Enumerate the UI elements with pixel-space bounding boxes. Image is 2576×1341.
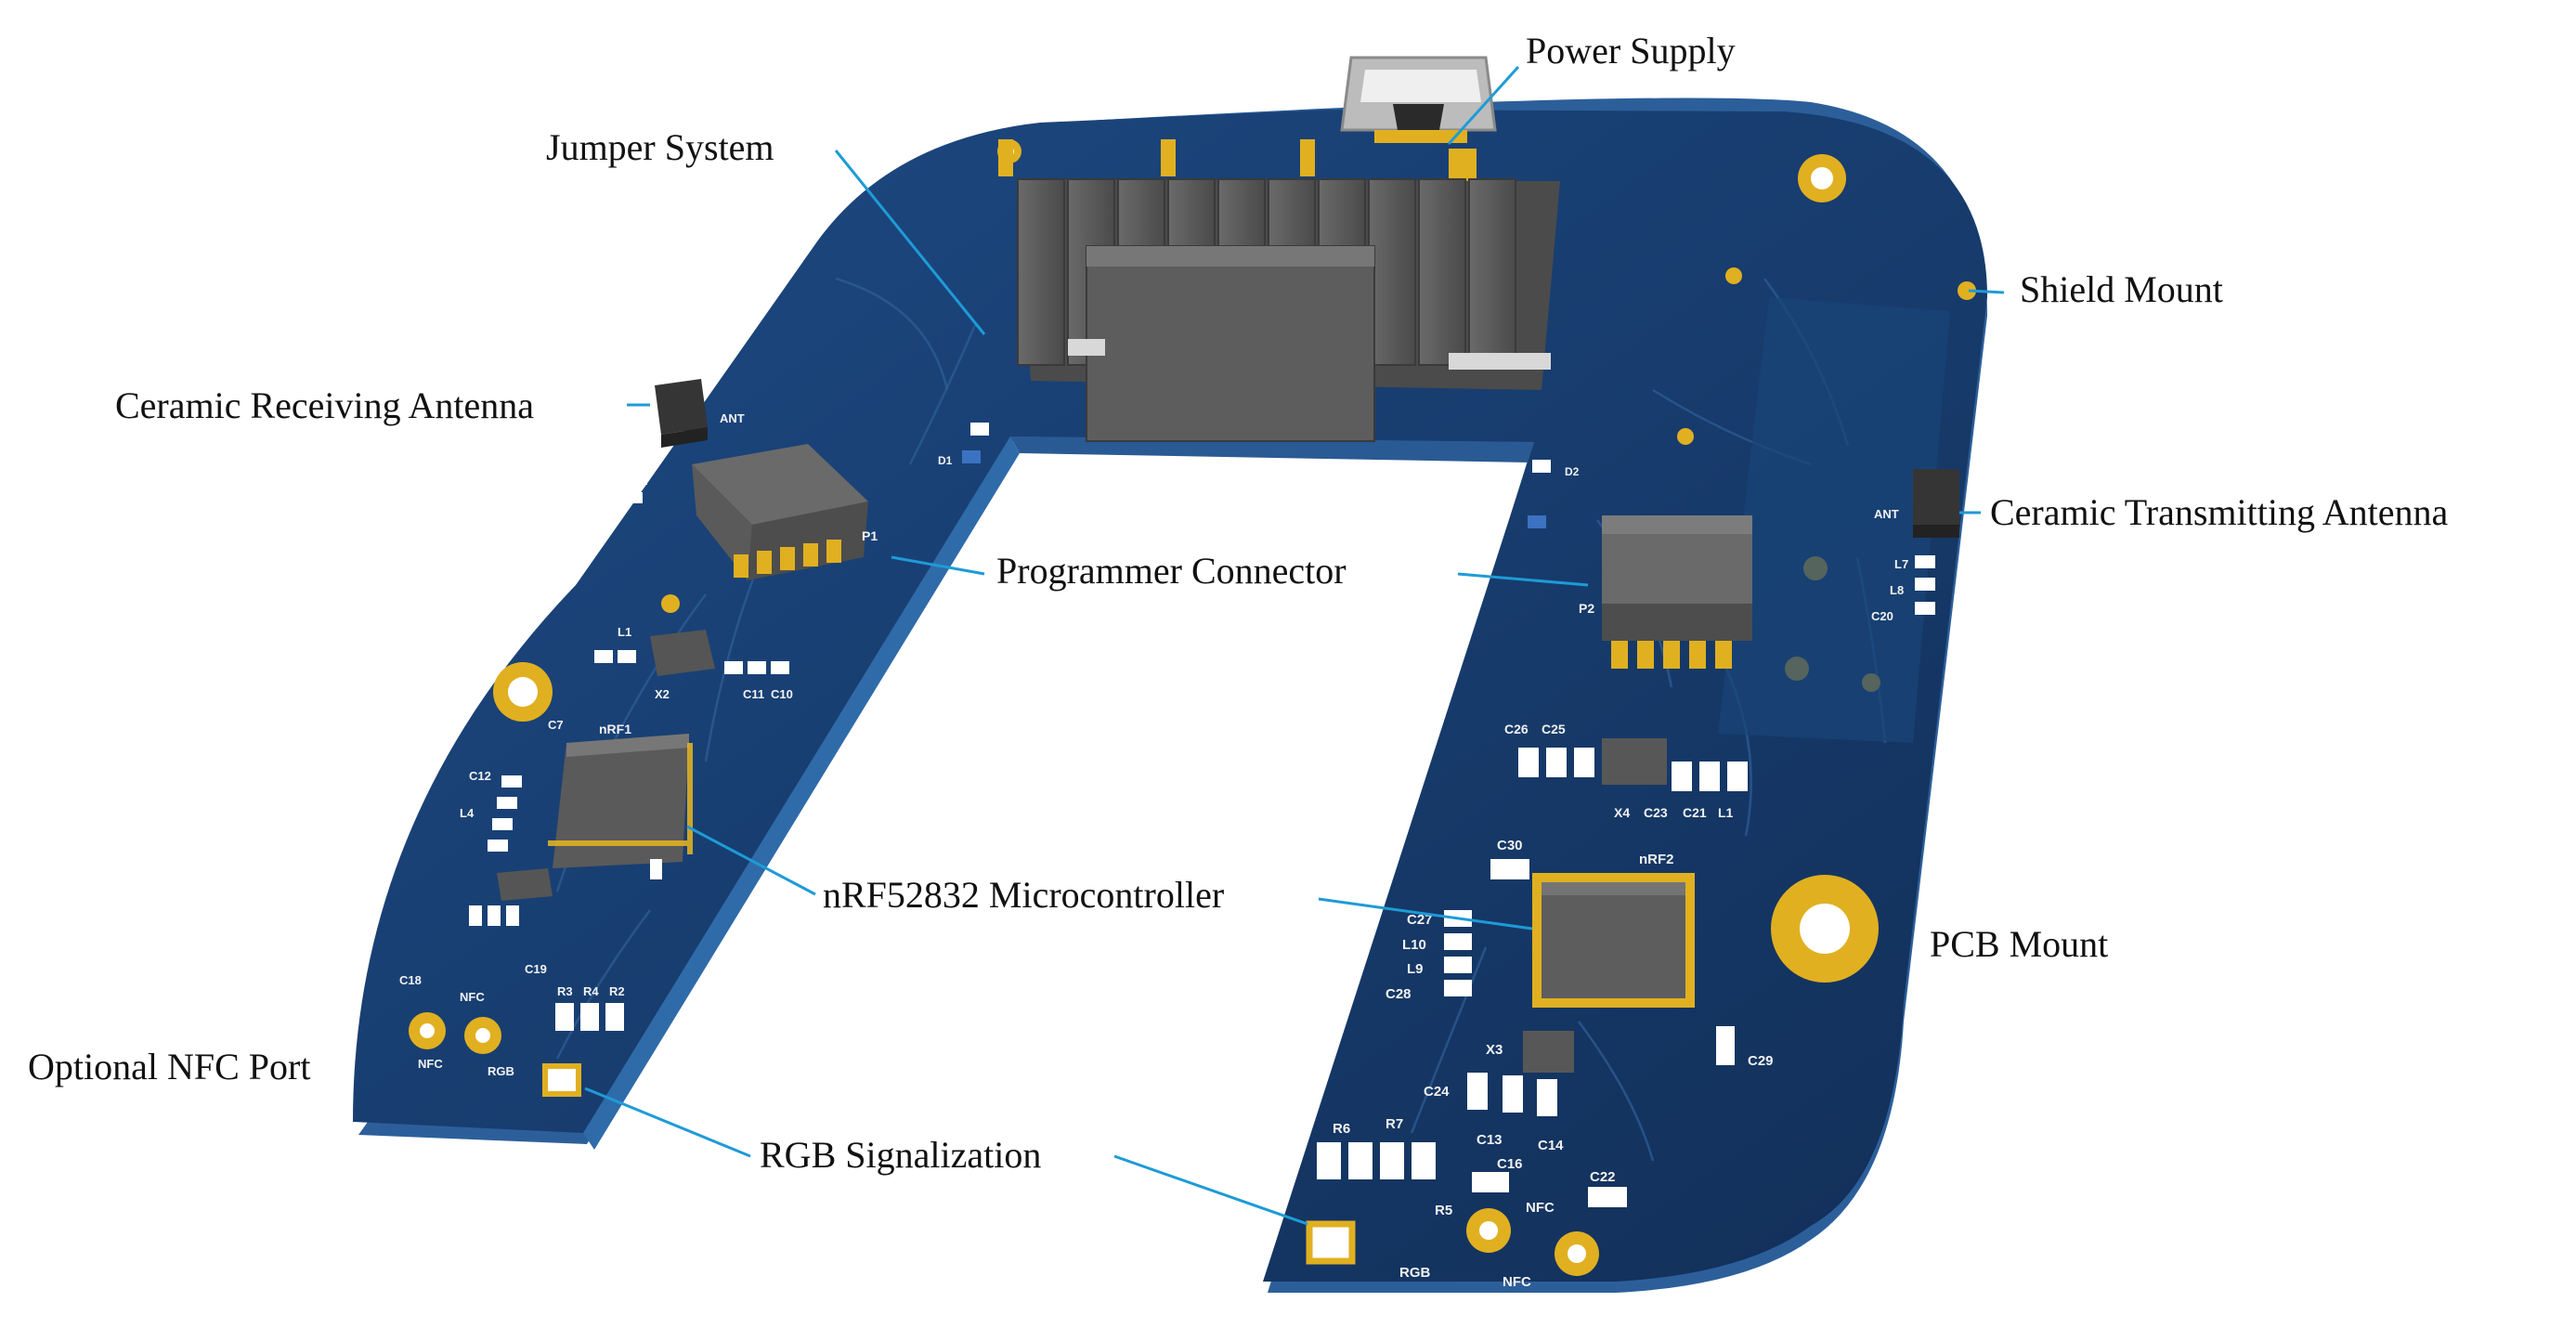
silk-c16: C16	[1497, 1156, 1523, 1172]
rgb-led-right	[1306, 1220, 1356, 1265]
leader-shield-mount	[1968, 289, 2005, 294]
label-jumper-system: Jumper System	[546, 126, 774, 168]
silk-r2: R2	[609, 984, 625, 998]
cutout-edge-left	[583, 436, 1020, 1150]
receiving-antenna: ANT	[622, 379, 745, 503]
silk-c20: C20	[1871, 609, 1893, 623]
silk-c30: C30	[1497, 838, 1523, 853]
silk-l7: L7	[1894, 557, 1908, 571]
silk-ant-left: ANT	[720, 411, 745, 425]
silk-l9: L9	[1407, 961, 1424, 977]
silk-c25: C25	[1542, 722, 1566, 736]
leader-lines	[584, 65, 2005, 1226]
nrf2-chip: C30 nRF2	[1490, 838, 1695, 1008]
pcb-board: ANT P1 D1 L1	[353, 56, 1987, 1293]
silk-p2: P2	[1579, 601, 1594, 616]
label-ceramic-transmitting-antenna: Ceramic Transmitting Antenna	[1990, 491, 2449, 533]
silk-rgb-right: RGB	[1399, 1265, 1431, 1281]
cutout-edge	[1010, 436, 1534, 462]
silk-c27: C27	[1407, 912, 1433, 928]
leader-rgb-right	[1113, 1154, 1308, 1226]
right-crystal-group: C26 C25 X4 C23 C21 L1	[1504, 722, 1748, 820]
silk-nrf2: nRF2	[1639, 852, 1674, 867]
silk-c28: C28	[1386, 986, 1412, 1002]
silk-c21: C21	[1683, 805, 1707, 820]
nrf1-chip: nRF1	[548, 722, 693, 868]
silk-c12: C12	[469, 769, 491, 783]
silk-c7: C7	[548, 718, 564, 732]
silk-nfc-right-a: NFC	[1526, 1200, 1555, 1216]
shield-mount-hole	[1958, 281, 1976, 300]
programmer-connector-right: P2	[1579, 515, 1752, 669]
led-d2: D2	[1528, 460, 1580, 528]
silk-l1: L1	[618, 625, 631, 639]
label-shield-mount: Shield Mount	[2020, 268, 2223, 310]
silk-c26: C26	[1504, 722, 1529, 736]
silk-r3: R3	[557, 984, 573, 998]
silk-x2: X2	[655, 687, 670, 701]
silk-c19: C19	[525, 962, 547, 976]
jumper-block	[998, 139, 1560, 442]
leader-programmer-right	[1457, 572, 1589, 587]
usb-connector	[1340, 56, 1497, 143]
left-crystal-group: L1 X2 C11 C10	[594, 625, 793, 701]
silk-r5: R5	[1435, 1203, 1452, 1218]
leader-nrf-left	[686, 825, 816, 896]
silk-x3: X3	[1486, 1042, 1503, 1058]
silk-c23: C23	[1644, 805, 1668, 820]
silk-r6: R6	[1333, 1121, 1350, 1137]
leader-rgb-left	[584, 1087, 751, 1158]
label-programmer-connector: Programmer Connector	[996, 550, 1347, 592]
silk-nfc-left-b: NFC	[418, 1057, 443, 1071]
silk-ant-right: ANT	[1874, 507, 1899, 521]
leader-power-supply	[1447, 65, 1520, 146]
silk-d2: D2	[1565, 465, 1580, 478]
right-passives: C27 L10 L9 C28 C29 X3 C24 C13 C14	[1386, 910, 1774, 1153]
shield-area	[1718, 297, 1950, 743]
silk-l8: L8	[1890, 583, 1904, 597]
label-optional-nfc-port: Optional NFC Port	[28, 1046, 310, 1087]
callout-labels: Power Supply Jumper System Shield Mount …	[28, 30, 2449, 1176]
silk-l4: L4	[460, 806, 475, 820]
silk-x4: X4	[1614, 805, 1630, 820]
silk-c24: C24	[1424, 1084, 1450, 1100]
silk-c29: C29	[1748, 1053, 1774, 1069]
label-rgb-signalization: RGB Signalization	[760, 1134, 1041, 1176]
silk-nfc-right-b: NFC	[1503, 1274, 1531, 1290]
silk-c10: C10	[771, 687, 793, 701]
transmitting-antenna: ANT L7 L8 C20	[1871, 469, 1959, 623]
label-nrf52832-microcontroller: nRF52832 Microcontroller	[823, 874, 1224, 916]
silk-r4: R4	[583, 984, 599, 998]
silk-p1: P1	[862, 528, 878, 543]
silk-c18: C18	[399, 973, 422, 987]
programmer-connector-left: P1	[692, 444, 878, 580]
label-ceramic-receiving-antenna: Ceramic Receiving Antenna	[115, 384, 534, 426]
left-nfc-group: C18 NFC C19 R3 R4 R2 NFC RGB	[399, 962, 625, 1097]
label-pcb-mount: PCB Mount	[1930, 923, 2108, 965]
leader-jumper-system	[834, 150, 986, 335]
silk-c13: C13	[1477, 1132, 1503, 1148]
leader-programmer-left	[891, 555, 985, 576]
silk-rgb-left: RGB	[488, 1064, 514, 1078]
label-power-supply: Power Supply	[1526, 30, 1736, 72]
silk-l1-right: L1	[1718, 805, 1734, 820]
silk-nfc-left-a: NFC	[460, 990, 485, 1004]
left-passives: C7 C12 L4	[460, 718, 662, 926]
silk-c14: C14	[1538, 1138, 1564, 1153]
silk-l10: L10	[1402, 937, 1426, 953]
leader-nrf-right	[1318, 897, 1533, 931]
silk-r7: R7	[1386, 1116, 1403, 1132]
right-nfc-group: R6 R7 R5 C16 C22 NFC NFC RGB	[1306, 1116, 1627, 1290]
silk-c11: C11	[743, 687, 764, 701]
mount-holes	[493, 139, 1976, 983]
rgb-led-left	[542, 1063, 581, 1097]
silk-d1: D1	[938, 454, 953, 467]
led-d1: D1	[938, 423, 989, 467]
silk-nrf1: nRF1	[599, 722, 631, 736]
silk-c22: C22	[1590, 1169, 1616, 1185]
